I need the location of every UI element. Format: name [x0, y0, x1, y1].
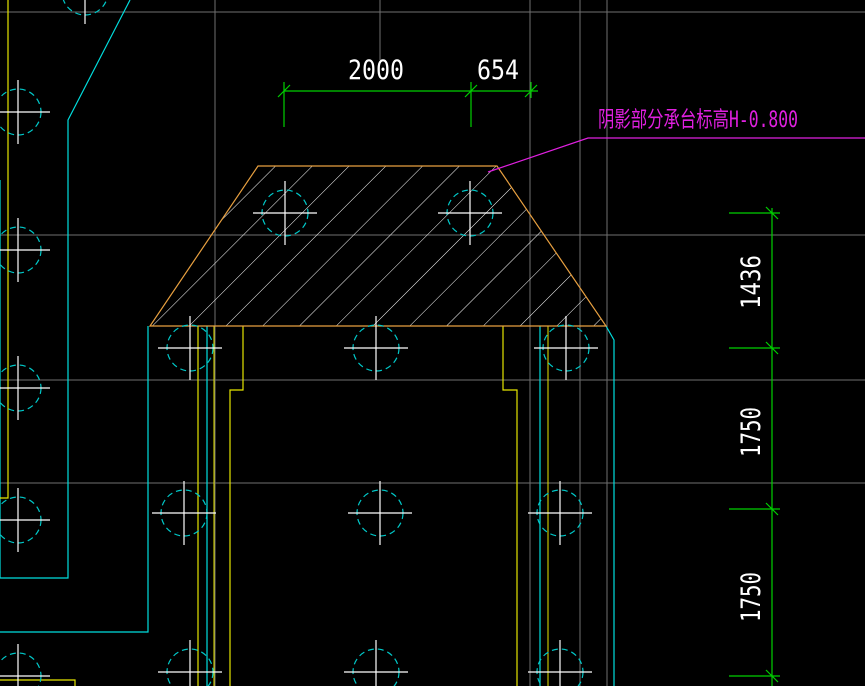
left-outline-cyan — [0, 0, 131, 579]
tick-mark — [277, 84, 291, 98]
dimension-label-right-lower: 1750 — [736, 572, 767, 622]
pile-symbol — [528, 640, 592, 686]
dimension-label-right-middle: 1750 — [736, 407, 767, 457]
pile-symbol — [438, 181, 502, 245]
pile-symbol — [348, 481, 412, 545]
pile-symbol — [158, 316, 222, 380]
left-structure-outline — [0, 0, 131, 686]
tick-mark — [524, 84, 538, 98]
pile-symbol — [0, 80, 50, 144]
right-notch-yellow — [502, 326, 518, 686]
dimension-label-right-upper: 1436 — [736, 255, 767, 309]
tick-mark — [765, 206, 779, 220]
pile-symbol — [253, 181, 317, 245]
left-notch-yellow — [229, 326, 244, 686]
annotation-text: 阴影部分承台标高H-0.800 — [598, 108, 798, 133]
outer-left-cyan — [0, 326, 149, 633]
dimension-top — [277, 82, 538, 127]
tick-mark — [765, 341, 779, 355]
dimension-right — [729, 206, 780, 686]
pile-layer — [0, 0, 598, 686]
pile-symbol — [528, 481, 592, 545]
pile-symbol — [62, 0, 108, 24]
pile-circle — [0, 652, 42, 686]
pile-symbol — [344, 640, 408, 686]
tick-mark — [765, 669, 779, 683]
pile-symbol — [344, 316, 408, 380]
outer-right-cyan — [605, 325, 615, 686]
pile-symbol — [534, 316, 598, 380]
shaded-pile-cap-hatch — [150, 166, 606, 326]
pile-symbol — [158, 640, 222, 686]
central-structure-outline — [0, 325, 615, 686]
annotation-leader — [487, 137, 865, 173]
pile-symbol — [0, 356, 50, 420]
pile-symbol — [152, 481, 216, 545]
shaded-pile-cap-edge — [148, 165, 608, 327]
pile-symbol — [0, 218, 50, 282]
left-outline-yellow-bottom — [0, 679, 76, 686]
pile-symbol — [0, 644, 50, 686]
pile-symbol — [0, 488, 50, 552]
tick-mark — [464, 84, 478, 98]
left-outline-yellow — [0, 0, 9, 499]
dimension-label-top-right: 654 — [477, 55, 519, 86]
tick-mark — [765, 502, 779, 516]
dimension-label-top-left: 2000 — [348, 55, 404, 86]
leader-line — [487, 137, 865, 173]
shaded-pile-cap — [148, 165, 608, 327]
